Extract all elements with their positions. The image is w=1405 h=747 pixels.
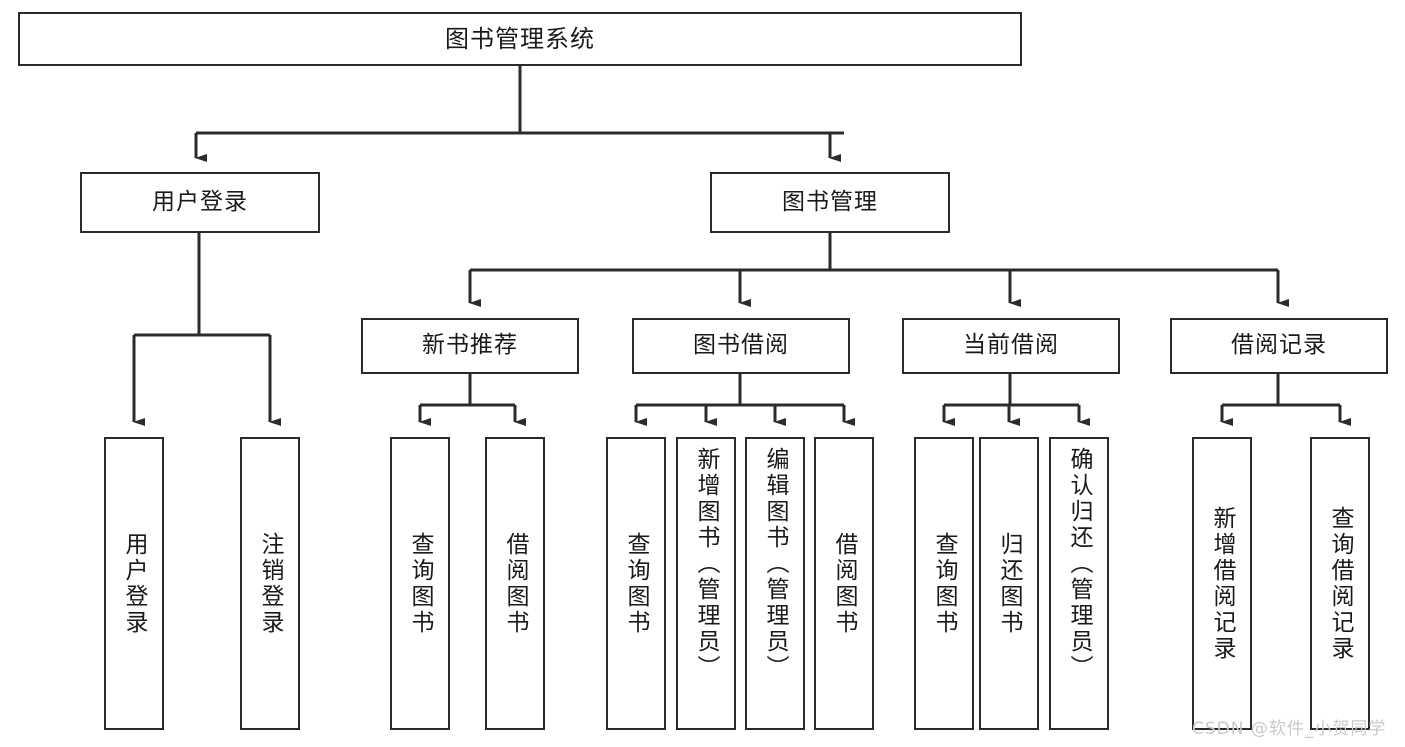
node-book-borrow[interactable]: 图书借阅 <box>632 318 850 374</box>
leaf-record-query-record[interactable]: 查询借阅记录 <box>1310 437 1370 730</box>
node-current-borrow[interactable]: 当前借阅 <box>902 318 1120 374</box>
leaf-new-book-borrow-book[interactable]: 借阅图书 <box>485 437 545 730</box>
leaf-user-login-logout[interactable]: 注销登录 <box>240 437 300 730</box>
leaf-new-book-query-book[interactable]: 查询图书 <box>390 437 450 730</box>
leaf-borrow-add-book-admin[interactable]: 新增图书（管理员） <box>676 437 736 730</box>
leaf-current-confirm-return-admin[interactable]: 确认归还（管理员） <box>1049 437 1109 730</box>
leaf-current-return-book[interactable]: 归还图书 <box>979 437 1039 730</box>
leaf-record-add-record[interactable]: 新增借阅记录 <box>1192 437 1252 730</box>
leaf-borrow-borrow-book[interactable]: 借阅图书 <box>814 437 874 730</box>
leaf-borrow-query-book[interactable]: 查询图书 <box>606 437 666 730</box>
node-borrow-record[interactable]: 借阅记录 <box>1170 318 1388 374</box>
node-root-system[interactable]: 图书管理系统 <box>18 12 1022 66</box>
csdn-watermark: CSDN @软件_小贺同学 <box>1192 719 1387 739</box>
leaf-user-login-login[interactable]: 用户登录 <box>104 437 164 730</box>
node-new-book-recommend[interactable]: 新书推荐 <box>361 318 579 374</box>
leaf-current-query-book[interactable]: 查询图书 <box>914 437 974 730</box>
leaf-borrow-edit-book-admin[interactable]: 编辑图书（管理员） <box>745 437 805 730</box>
node-user-login[interactable]: 用户登录 <box>80 172 320 233</box>
node-book-management[interactable]: 图书管理 <box>710 172 950 233</box>
